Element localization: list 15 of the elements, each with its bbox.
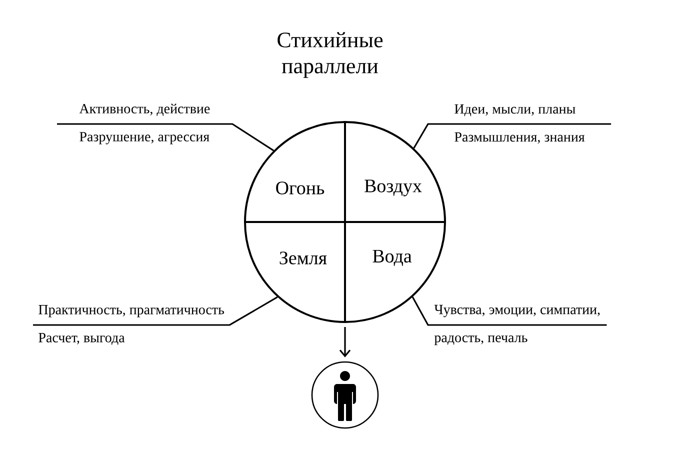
leader-line (57, 123, 274, 152)
arrow (339, 327, 351, 358)
text-group: Активность, действие Разрушение, агрессия (79, 104, 210, 144)
text-group: Практичность, прагматичность Расчет, выгода (38, 305, 224, 345)
text-group: Идеи, мысли, планы Размышления, знания (454, 104, 585, 144)
leader-line (412, 296, 607, 326)
quadrant-label: Вода (372, 250, 412, 266)
text-group: Чувства, эмоции, симпатии, радость, печаль (434, 304, 600, 346)
quadrant-label: Земля (280, 252, 327, 264)
quadrant-label: Воздух (364, 180, 422, 196)
leader-line (413, 123, 612, 149)
title: Стихийные параллели (278, 32, 383, 78)
leader-line (33, 296, 278, 326)
quadrant-label: Огонь (276, 182, 324, 194)
person-icon (311, 361, 379, 429)
